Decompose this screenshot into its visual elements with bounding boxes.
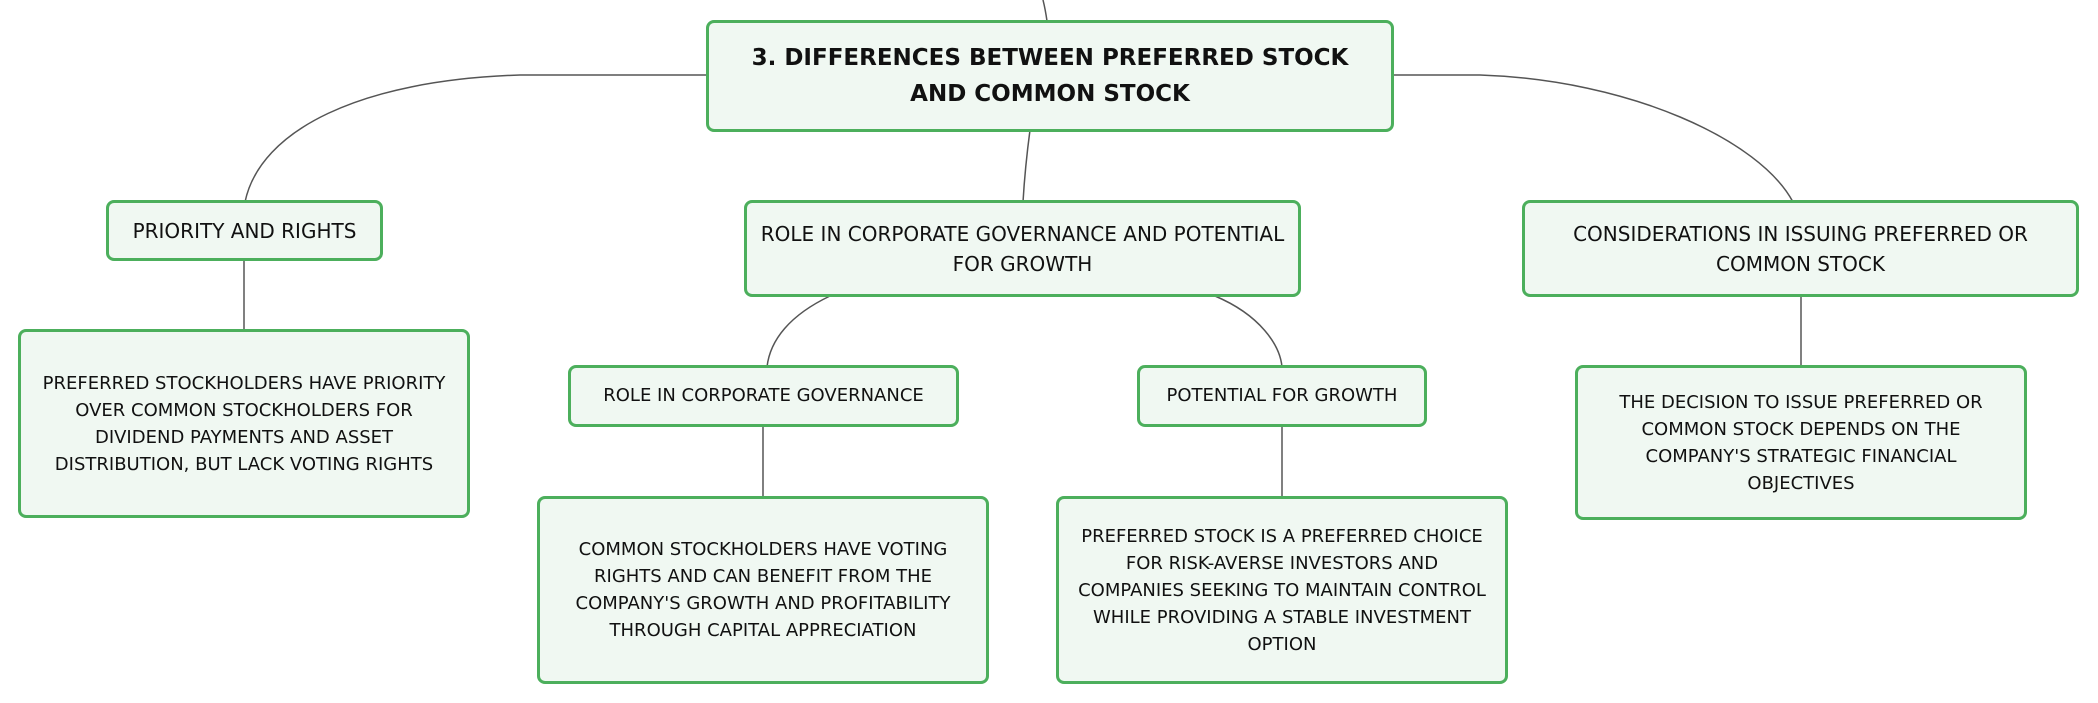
growth-detail-text: PREFERRED STOCK IS A PREFERRED CHOICE FO… (1078, 525, 1486, 655)
branch-considerations-title: CONSIDERATIONS IN ISSUING PREFERRED OR C… (1573, 221, 2028, 276)
connector-root-priority (244, 74, 706, 203)
priority-detail-text: PREFERRED STOCKHOLDERS HAVE PRIORITY OVE… (42, 372, 446, 475)
branch-priority-title: PRIORITY AND RIGHTS (132, 218, 357, 243)
subbranch-corporate-governance[interactable]: ROLE IN CORPORATE GOVERNANCE (568, 365, 959, 427)
subbranch-growth-title: POTENTIAL FOR GROWTH (1166, 385, 1398, 406)
connector-governance-role (766, 295, 831, 368)
root-title: 3. DIFFERENCES BETWEEN PREFERRED STOCK A… (751, 45, 1349, 107)
branch-governance-title: ROLE IN CORPORATE GOVERNANCE AND POTENTI… (760, 221, 1285, 276)
branch-governance-and-growth[interactable]: ROLE IN CORPORATE GOVERNANCE AND POTENTI… (744, 200, 1301, 297)
considerations-detail-node[interactable]: THE DECISION TO ISSUE PREFERRED OR COMMO… (1575, 365, 2027, 520)
subbranch-potential-for-growth[interactable]: POTENTIAL FOR GROWTH (1137, 365, 1427, 427)
connector-governance-growth (1214, 295, 1283, 368)
connector-parent-root (1042, 0, 1048, 22)
subbranch-governance-title: ROLE IN CORPORATE GOVERNANCE (603, 385, 924, 406)
branch-considerations[interactable]: CONSIDERATIONS IN ISSUING PREFERRED OR C… (1522, 200, 2079, 297)
connector-root-considerations (1393, 74, 1794, 203)
root-node[interactable]: 3. DIFFERENCES BETWEEN PREFERRED STOCK A… (706, 20, 1394, 132)
growth-detail-node[interactable]: PREFERRED STOCK IS A PREFERRED CHOICE FO… (1056, 496, 1508, 684)
considerations-detail-text: THE DECISION TO ISSUE PREFERRED OR COMMO… (1619, 391, 1983, 494)
connector-root-governance (1022, 129, 1031, 203)
governance-detail-text: COMMON STOCKHOLDERS HAVE VOTING RIGHTS A… (575, 539, 951, 641)
priority-detail-node[interactable]: PREFERRED STOCKHOLDERS HAVE PRIORITY OVE… (18, 329, 470, 518)
governance-detail-node[interactable]: COMMON STOCKHOLDERS HAVE VOTING RIGHTS A… (537, 496, 989, 684)
branch-priority-and-rights[interactable]: PRIORITY AND RIGHTS (106, 200, 383, 261)
